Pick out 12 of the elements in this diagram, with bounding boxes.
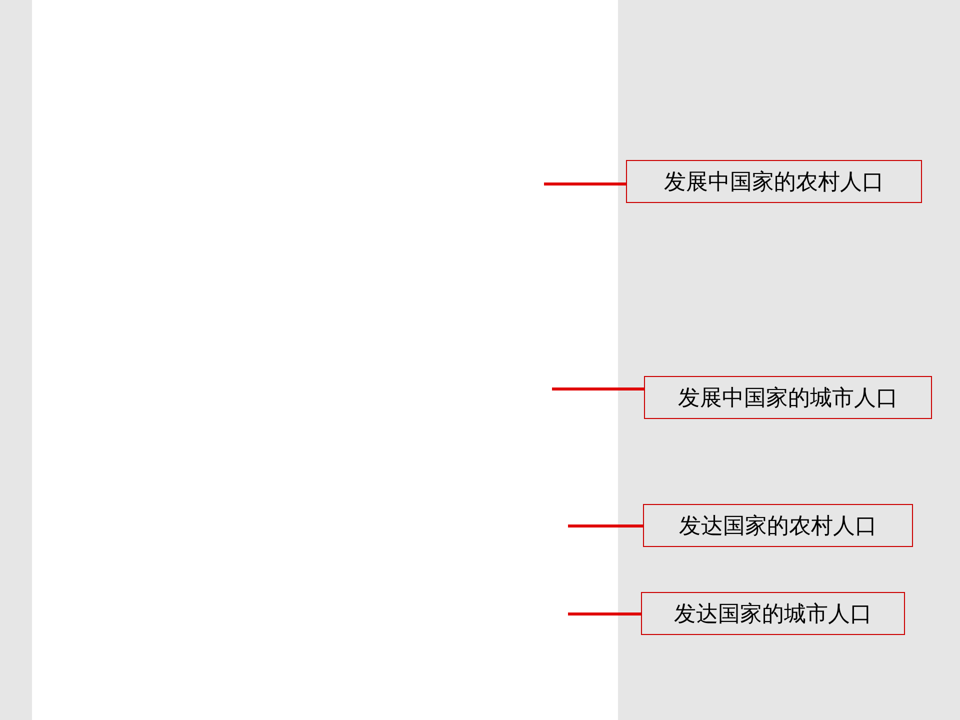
leader-line: [568, 612, 641, 616]
label-box: [644, 376, 932, 419]
label-box: [641, 592, 905, 635]
label-text: 发展中国家的农村人口: [664, 168, 884, 196]
leader-line: [544, 182, 626, 186]
label-text: 发达国家的城市人口: [674, 600, 872, 628]
label-box: [643, 504, 913, 547]
label-text: 发达国家的农村人口: [679, 512, 877, 540]
leader-line: [568, 524, 643, 528]
label-text: 发展中国家的城市人口: [678, 384, 898, 412]
label-box: [626, 160, 922, 203]
leader-line: [552, 388, 644, 390]
